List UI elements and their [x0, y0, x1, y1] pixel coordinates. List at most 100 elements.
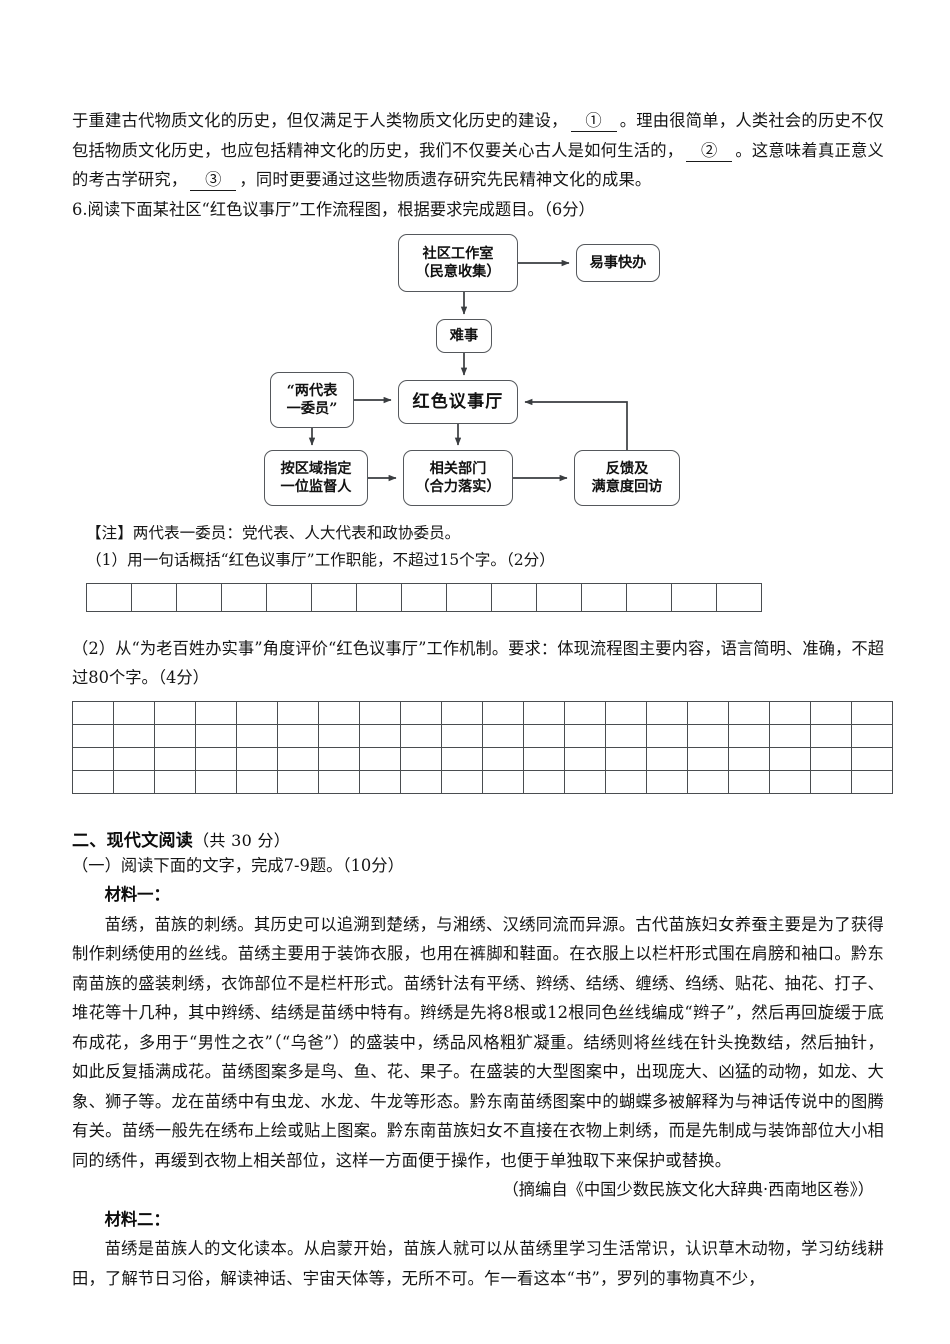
answer-cell[interactable]: [311, 582, 357, 612]
answer-cell[interactable]: [716, 582, 762, 612]
answer-cell[interactable]: [400, 769, 442, 794]
answer-cell[interactable]: [266, 582, 312, 612]
answer-cell[interactable]: [728, 746, 770, 771]
answer-cell[interactable]: [154, 769, 196, 794]
answer-cell[interactable]: [154, 723, 196, 748]
answer-cell[interactable]: [113, 769, 155, 794]
answer-cell[interactable]: [277, 723, 319, 748]
answer-cell[interactable]: [769, 746, 811, 771]
answer-cell[interactable]: [195, 746, 237, 771]
answer-cell[interactable]: [318, 723, 360, 748]
answer-cell[interactable]: [687, 723, 729, 748]
answer-cell[interactable]: [646, 746, 688, 771]
answer-cell[interactable]: [769, 700, 811, 725]
answer-cell[interactable]: [482, 769, 524, 794]
answer-cell[interactable]: [769, 723, 811, 748]
answer-cell[interactable]: [176, 582, 222, 612]
answer-cell[interactable]: [441, 769, 483, 794]
answer-cell[interactable]: [564, 746, 606, 771]
answer-cell[interactable]: [318, 746, 360, 771]
answer-cell[interactable]: [851, 700, 893, 725]
answer-cell[interactable]: [564, 769, 606, 794]
answer-cell[interactable]: [441, 746, 483, 771]
answer-cell[interactable]: [113, 746, 155, 771]
answer-cell[interactable]: [113, 723, 155, 748]
answer-cell[interactable]: [277, 769, 319, 794]
answer-cell[interactable]: [728, 723, 770, 748]
answer-cell[interactable]: [195, 769, 237, 794]
answer-cell[interactable]: [605, 769, 647, 794]
answer-cell[interactable]: [482, 723, 524, 748]
answer-cell[interactable]: [359, 700, 401, 725]
answer-grid-2[interactable]: [72, 700, 893, 794]
answer-cell[interactable]: [446, 582, 492, 612]
answer-cell[interactable]: [195, 723, 237, 748]
answer-cell[interactable]: [72, 746, 114, 771]
blank-slot-2[interactable]: ②: [686, 141, 733, 162]
answer-cell[interactable]: [131, 582, 177, 612]
answer-cell[interactable]: [236, 723, 278, 748]
answer-cell[interactable]: [646, 769, 688, 794]
answer-cell[interactable]: [687, 746, 729, 771]
answer-cell[interactable]: [605, 700, 647, 725]
answer-cell[interactable]: [605, 723, 647, 748]
answer-cell[interactable]: [72, 700, 114, 725]
answer-cell[interactable]: [113, 700, 155, 725]
answer-cell[interactable]: [646, 700, 688, 725]
answer-cell[interactable]: [523, 746, 565, 771]
answer-cell[interactable]: [72, 769, 114, 794]
answer-cell[interactable]: [356, 582, 402, 612]
answer-cell[interactable]: [359, 746, 401, 771]
answer-cell[interactable]: [687, 769, 729, 794]
answer-cell[interactable]: [851, 769, 893, 794]
answer-cell[interactable]: [810, 723, 852, 748]
answer-cell[interactable]: [851, 723, 893, 748]
answer-cell[interactable]: [646, 723, 688, 748]
answer-cell[interactable]: [482, 700, 524, 725]
answer-cell[interactable]: [523, 700, 565, 725]
answer-cell[interactable]: [564, 700, 606, 725]
answer-grid-1[interactable]: [86, 582, 762, 612]
answer-cell[interactable]: [605, 746, 647, 771]
answer-cell[interactable]: [728, 769, 770, 794]
answer-cell[interactable]: [851, 746, 893, 771]
answer-cell[interactable]: [626, 582, 672, 612]
answer-cell[interactable]: [221, 582, 267, 612]
answer-cell[interactable]: [154, 746, 196, 771]
answer-cell[interactable]: [72, 723, 114, 748]
answer-cell[interactable]: [400, 723, 442, 748]
answer-cell[interactable]: [441, 700, 483, 725]
answer-cell[interactable]: [536, 582, 582, 612]
answer-cell[interactable]: [564, 723, 606, 748]
answer-cell[interactable]: [318, 700, 360, 725]
answer-cell[interactable]: [441, 723, 483, 748]
answer-cell[interactable]: [195, 700, 237, 725]
answer-cell[interactable]: [810, 769, 852, 794]
answer-cell[interactable]: [523, 723, 565, 748]
answer-cell[interactable]: [400, 700, 442, 725]
answer-cell[interactable]: [401, 582, 447, 612]
answer-cell[interactable]: [359, 723, 401, 748]
answer-cell[interactable]: [154, 700, 196, 725]
answer-cell[interactable]: [687, 700, 729, 725]
answer-cell[interactable]: [400, 746, 442, 771]
answer-cell[interactable]: [769, 769, 811, 794]
blank-slot-3[interactable]: ③: [190, 170, 237, 192]
blank-slot-1[interactable]: ①: [570, 111, 617, 133]
answer-cell[interactable]: [236, 700, 278, 725]
answer-cell[interactable]: [86, 582, 132, 612]
answer-cell[interactable]: [810, 746, 852, 771]
answer-cell[interactable]: [523, 769, 565, 794]
answer-cell[interactable]: [491, 582, 537, 612]
answer-cell[interactable]: [728, 700, 770, 725]
answer-cell[interactable]: [581, 582, 627, 612]
answer-cell[interactable]: [277, 700, 319, 725]
answer-cell[interactable]: [318, 769, 360, 794]
answer-cell[interactable]: [359, 769, 401, 794]
answer-cell[interactable]: [236, 746, 278, 771]
answer-cell[interactable]: [810, 700, 852, 725]
answer-cell[interactable]: [236, 769, 278, 794]
answer-cell[interactable]: [482, 746, 524, 771]
answer-cell[interactable]: [277, 746, 319, 771]
answer-cell[interactable]: [671, 582, 717, 612]
